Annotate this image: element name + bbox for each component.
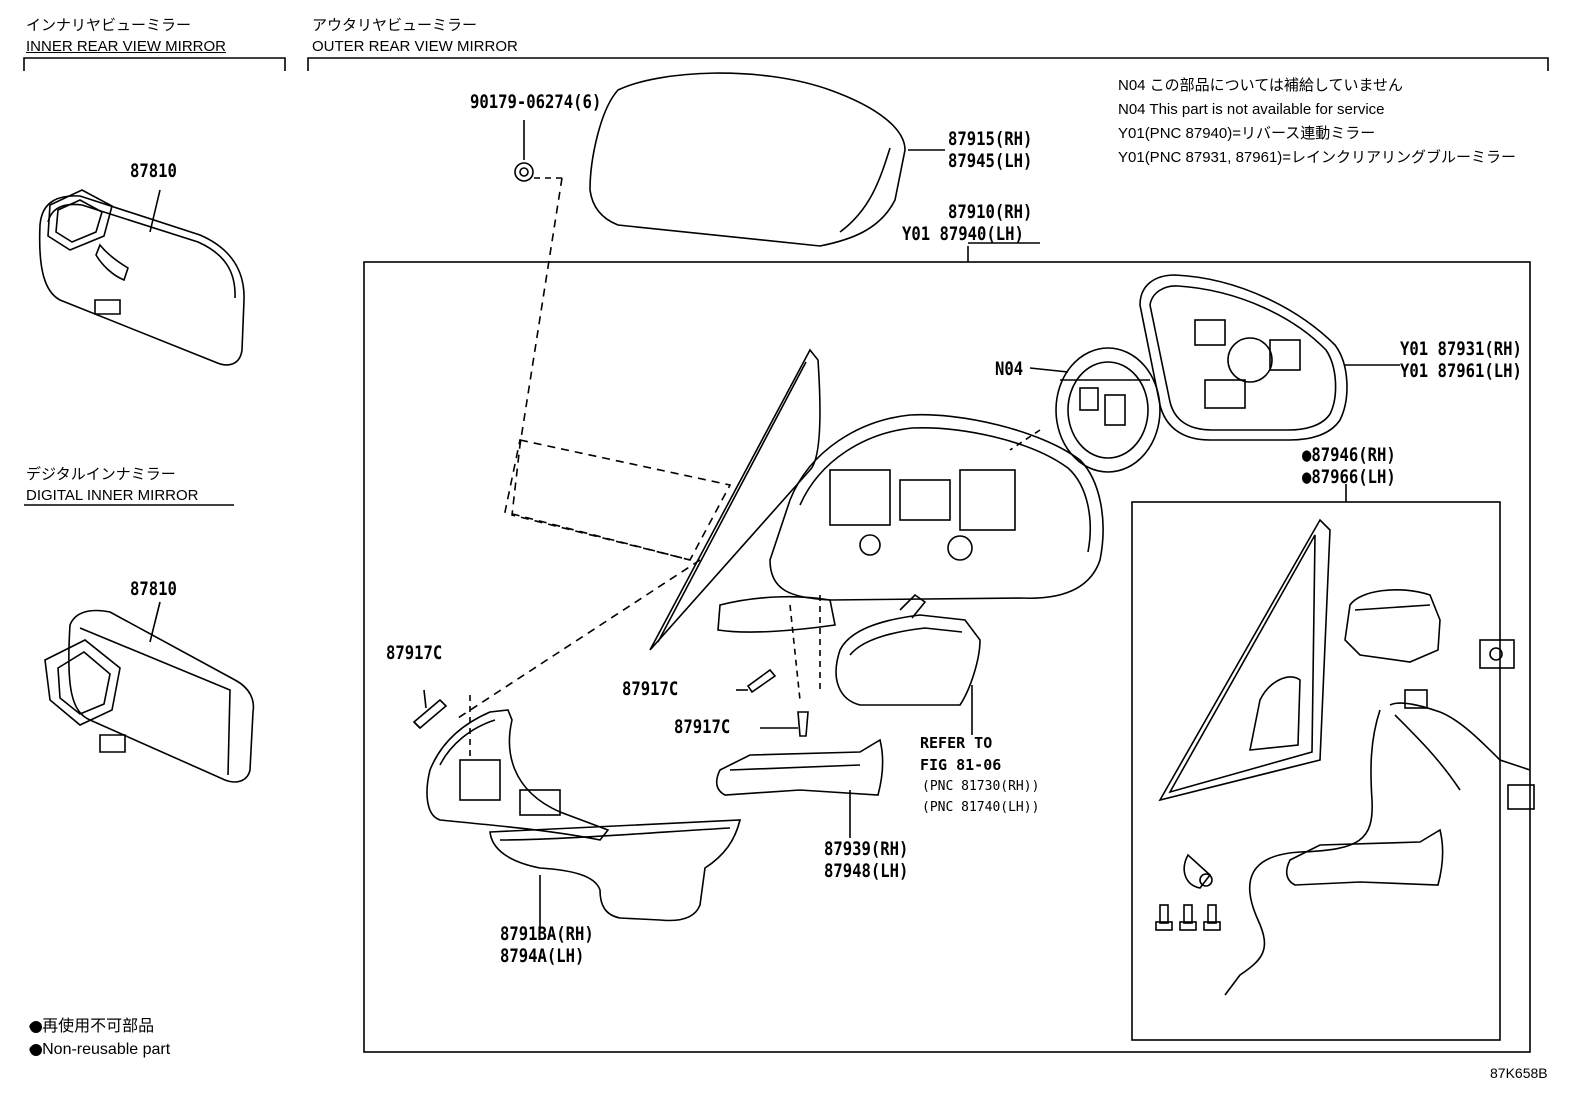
part-87910-rh[interactable]: 87910(RH) [948,201,1033,223]
refer-pnc-rh: (PNC 81730(RH)) [922,779,1040,794]
part-8791ba-rh[interactable]: 8791BA(RH) [500,923,594,945]
clip-90179-drawing [511,120,691,561]
screw-87917c-left [412,689,448,730]
actuator-n04-drawing [1029,347,1161,473]
part-87931-rh[interactable]: Y01 87931(RH) [1400,338,1522,360]
kit-screws-drawing [1155,904,1221,931]
inner-mirror-header-en: INNER REAR VIEW MIRROR [26,38,227,55]
digital-mirror-drawing [44,601,255,783]
part-87917c-center[interactable]: 87917C [622,678,679,700]
rain-clearing-mirror-drawing [1139,274,1400,441]
legend-bullet-jp [30,1021,42,1033]
turn-lamp-drawing [835,593,981,735]
part-87917c-lower[interactable]: 87917C [674,716,731,738]
kit-trim-drawing [1285,828,1444,886]
mirror-cover-drawing [589,72,945,247]
mirror-base-drawing [426,695,610,841]
part-87939-rh[interactable]: 87939(RH) [824,838,909,860]
part-87940-lh[interactable]: Y01 87940(LH) [902,223,1024,245]
assembly-box [363,261,1531,1053]
legend-non-reusable-jp: ● 再使用不可部品 [28,1018,155,1035]
mirror-body-drawing [454,413,1104,721]
screw-87917c-center [736,668,777,694]
mirror-glass-drawing [504,348,821,651]
part-8794a-lh[interactable]: 8794A(LH) [500,945,585,967]
kit-harness-drawing [1224,689,1535,996]
outer-mirror-header-en: OUTER REAR VIEW MIRROR [312,38,518,55]
digital-mirror-header-jp: デジタルインナミラー [26,466,176,483]
inner-mirror-drawing [38,189,245,366]
outer-mirror-bracket [307,57,1549,71]
part-87961-lh[interactable]: Y01 87961(LH) [1400,360,1522,382]
kit-actuator-drawing [1344,589,1441,663]
lower-cover-drawing [489,819,742,930]
part-87810-inner[interactable]: 87810 [130,160,177,182]
kit-glass-drawing [1158,518,1331,802]
part-87966-lh[interactable]: ●87966(LH) [1302,466,1396,488]
refer-fig-link[interactable]: FIG 81-06 [920,756,1002,774]
legend-bullet-en [30,1044,42,1056]
part-87917c-left[interactable]: 87917C [386,642,443,664]
inner-mirror-bracket [23,57,286,71]
trim-87939-drawing [715,738,884,838]
kit-grommet-drawing [1183,853,1213,889]
outer-mirror-header-jp: アウタリヤビューミラー [312,17,478,34]
part-87946-rh[interactable]: ●87946(RH) [1302,444,1396,466]
part-87810-digital[interactable]: 87810 [130,578,177,600]
inner-mirror-header-jp: インナリヤビューミラー [26,17,192,34]
note-n04-jp: N04 この部品については補給していません [1118,77,1404,94]
screw-87917c-lower [760,711,809,737]
refer-to-label: REFER TO [920,734,993,752]
kit-box [1131,501,1501,1041]
digital-mirror-header-en: DIGITAL INNER MIRROR [26,487,199,504]
part-90179-06274[interactable]: 90179-06274(6) [470,91,602,113]
figure-id: 87K658B [1490,1065,1548,1081]
part-87945-lh[interactable]: 87945(LH) [948,150,1033,172]
note-y01-rain: Y01(PNC 87931, 87961)=レインクリアリングブルーミラー [1118,149,1517,166]
part-n04[interactable]: N04 [995,358,1024,380]
legend-non-reusable-en: ● Non-reusable part [28,1041,171,1058]
note-n04-en: N04 This part is not available for servi… [1118,101,1385,118]
part-87915-rh[interactable]: 87915(RH) [948,128,1033,150]
part-87948-lh[interactable]: 87948(LH) [824,860,909,882]
refer-pnc-lh: (PNC 81740(LH)) [922,800,1040,815]
kit-cap-drawing [1479,639,1515,669]
note-y01-reverse: Y01(PNC 87940)=リバース連動ミラー [1118,125,1376,142]
